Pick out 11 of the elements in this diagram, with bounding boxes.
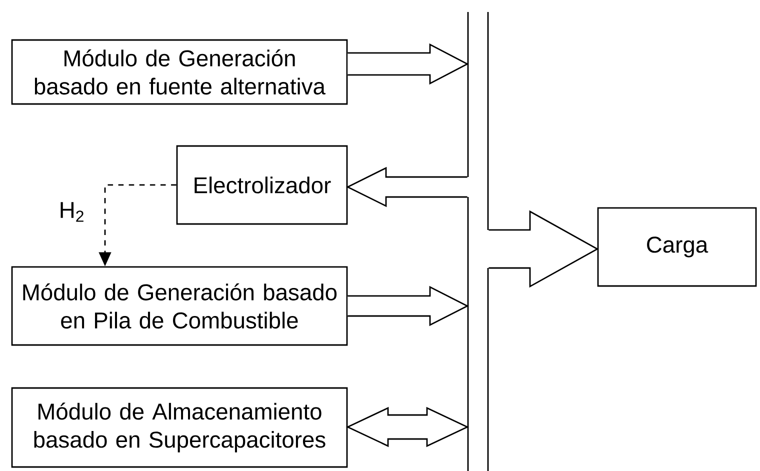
process-box: Módulo de Almacenamiento basado en Supercapacitores [11,387,348,468]
edge-label: H$_{2}$ [57,200,87,224]
process-box: Carga [597,207,757,287]
block-arrow [346,166,468,208]
block-arrow [347,43,469,85]
process-box: Módulo de Generación basado en Pila de Combustible [11,266,348,346]
block-arrow [488,210,599,288]
process-box: Electrolizador [176,145,348,225]
block-arrow [347,286,469,326]
bus-bar [467,11,489,471]
process-box: Módulo de Generación basado en fuente alternativa [11,39,348,105]
